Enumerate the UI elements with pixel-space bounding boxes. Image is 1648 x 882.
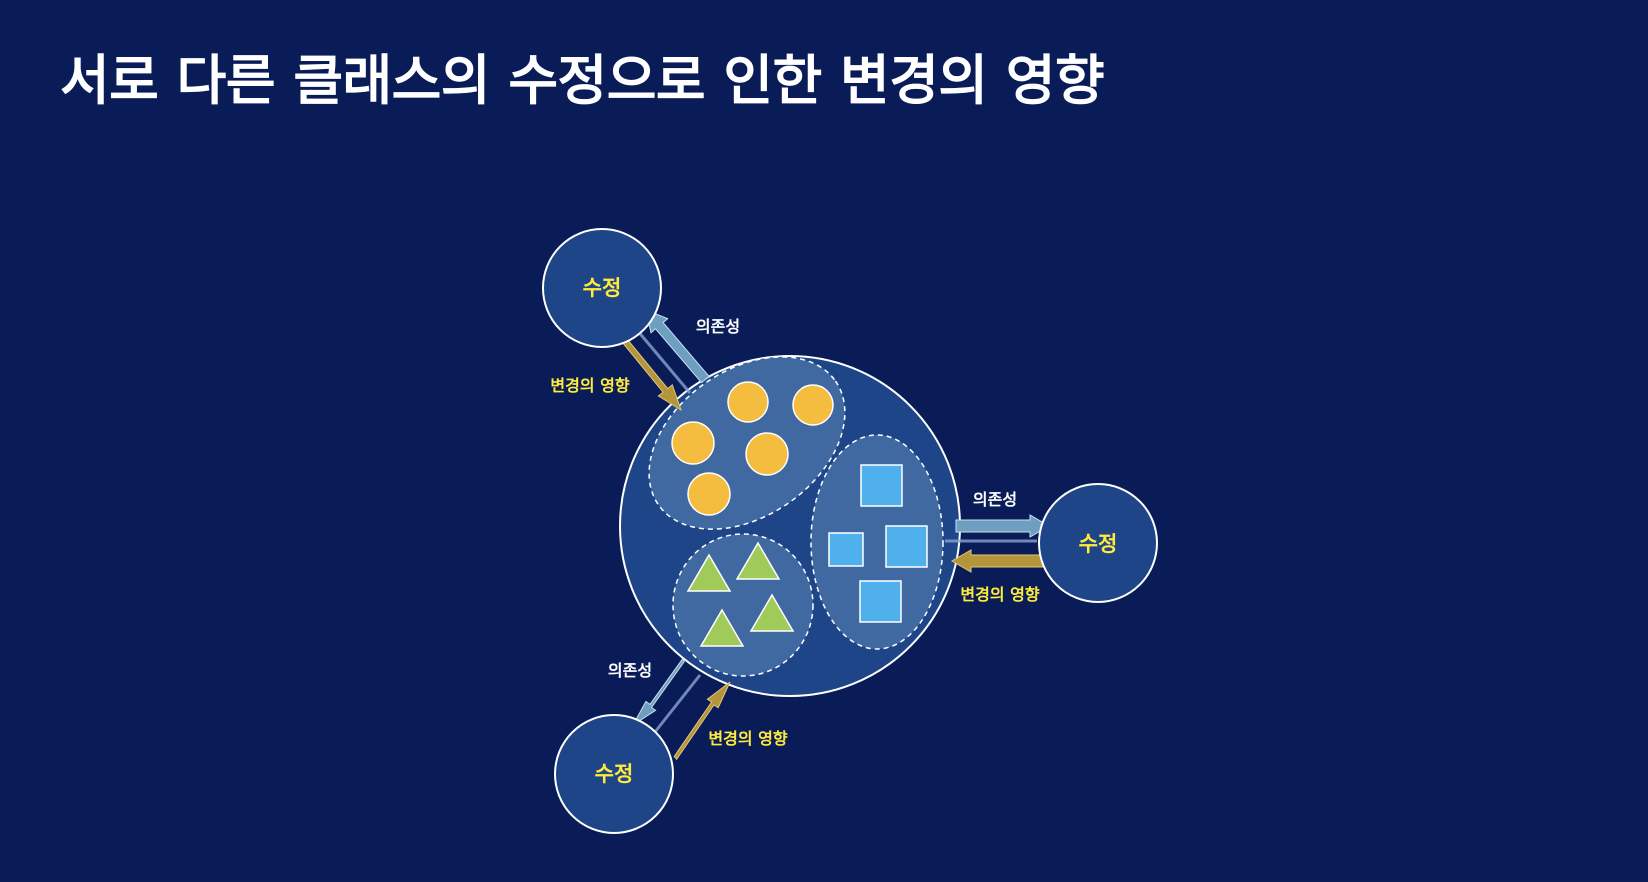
circle-class-shape bbox=[745, 432, 789, 476]
square-classes bbox=[828, 464, 928, 623]
square-class-shape bbox=[828, 532, 864, 567]
circle-class-shape bbox=[687, 472, 731, 516]
square-class-shape bbox=[885, 525, 928, 568]
dependency-arrow-bottom-left bbox=[632, 657, 685, 726]
triangle-classes bbox=[686, 541, 795, 647]
dependency-arrow-right bbox=[955, 514, 1050, 538]
triangle-class-shape bbox=[686, 553, 732, 592]
modify-node-label: 수정 bbox=[1079, 532, 1118, 556]
modify-node-top-left: 수정 bbox=[542, 228, 662, 348]
impact-arrow-top-left bbox=[616, 332, 682, 412]
connector-line bbox=[635, 329, 692, 394]
modify-node-right: 수정 bbox=[1038, 483, 1158, 603]
impact-label-top-left: 변경의 영향 bbox=[550, 376, 629, 395]
impact-arrow-bottom-left bbox=[673, 681, 731, 761]
square-class-shape bbox=[859, 580, 902, 623]
impact-label-right: 변경의 영향 bbox=[960, 585, 1039, 604]
impact-arrow-right bbox=[951, 549, 1046, 573]
circle-class-shape bbox=[792, 384, 834, 426]
impact-label-bottom-left: 변경의 영향 bbox=[708, 729, 787, 748]
dependency-label-bottom-left: 의존성 bbox=[608, 661, 652, 680]
dependency-label-top-left: 의존성 bbox=[696, 317, 740, 336]
modify-node-circle bbox=[1038, 483, 1158, 603]
slide-title: 서로 다른 클래스의 수정으로 인한 변경의 영향 bbox=[60, 49, 1105, 112]
modify-node-bottom-left: 수정 bbox=[554, 714, 674, 834]
square-class-group bbox=[810, 434, 944, 650]
circle-class-shape bbox=[727, 381, 769, 423]
circle-class-shape bbox=[671, 421, 715, 465]
modify-node-label: 수정 bbox=[595, 762, 634, 786]
circle-classes bbox=[671, 381, 834, 516]
connector-line bbox=[653, 674, 702, 733]
dependency-label-right: 의존성 bbox=[973, 490, 1017, 509]
square-class-shape bbox=[860, 464, 903, 507]
triangle-class-shape bbox=[749, 593, 795, 632]
triangle-class-shape bbox=[735, 541, 781, 580]
triangle-class-group bbox=[672, 533, 814, 677]
modify-node-label: 수정 bbox=[583, 276, 622, 300]
modify-node-circle bbox=[542, 228, 662, 348]
triangle-class-shape bbox=[699, 608, 745, 647]
modify-node-circle bbox=[554, 714, 674, 834]
